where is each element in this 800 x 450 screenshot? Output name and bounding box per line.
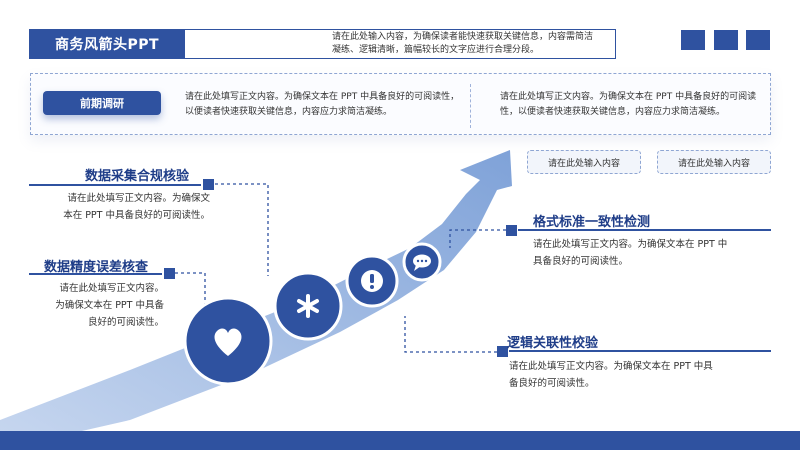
step-text-line: 为确保文本在 PPT 中具备 bbox=[55, 300, 164, 311]
step-logic-text: 请在此处填写正文内容。为确保文本在 PPT 中具 备良好的可阅读性。 bbox=[509, 358, 771, 392]
step-precision-underline bbox=[29, 273, 162, 275]
chat-icon bbox=[413, 254, 431, 271]
arrow-body bbox=[0, 150, 512, 436]
survey-text-line: 性，以便读者快速获取关键信息，内容应力求简洁凝练。 bbox=[500, 107, 726, 117]
step-text-line: 具备良好的可阅读性。 bbox=[533, 256, 629, 267]
step-text-line: 备良好的可阅读性。 bbox=[509, 378, 595, 389]
survey-text-line: 请在此处填写正文内容。为确保文本在 PPT 中具备良好的可阅读 bbox=[500, 92, 757, 102]
survey-text-line: 请在此处填写正文内容。为确保文本在 PPT 中具备良好的可阅读性， bbox=[185, 92, 460, 102]
survey-text-left: 请在此处填写正文内容。为确保文本在 PPT 中具备良好的可阅读性， 以便读者快速… bbox=[185, 90, 470, 120]
connector-format bbox=[449, 229, 506, 248]
step-text-line: 良好的可阅读性。 bbox=[87, 317, 164, 328]
node-format bbox=[506, 225, 517, 236]
header-description-line: 凝练、逻辑清晰，篇幅较长的文字应进行合理分段。 bbox=[332, 45, 540, 55]
connector-logic bbox=[404, 316, 497, 353]
input-box-2[interactable]: 请在此处输入内容 bbox=[657, 150, 771, 174]
header-description-line: 请在此处输入内容，为确保读者能快速获取关键信息，内容需简洁 bbox=[332, 32, 594, 42]
step-format-title: 格式标准一致性检测 bbox=[533, 215, 651, 230]
step-text-line: 请在此处填写正文内容。为确保文本在 PPT 中 bbox=[533, 239, 728, 250]
step-collect-title: 数据采集合规核验 bbox=[85, 169, 190, 184]
step-precision-text: 请在此处填写正文内容。 为确保文本在 PPT 中具备 良好的可阅读性。 bbox=[30, 280, 164, 331]
step-text-line: 请在此处填写正文内容。 bbox=[59, 283, 164, 294]
input-box-1[interactable]: 请在此处输入内容 bbox=[527, 150, 641, 174]
step-logic-underline bbox=[509, 350, 771, 352]
step-format-text: 请在此处填写正文内容。为确保文本在 PPT 中 具备良好的可阅读性。 bbox=[533, 236, 773, 270]
step-text-line: 请在此处填写正文内容。为确保文 bbox=[67, 193, 210, 204]
step-collect-underline bbox=[29, 184, 201, 186]
step-collect-text: 请在此处填写正文内容。为确保文 本在 PPT 中具备良好的可阅读性。 bbox=[40, 190, 210, 224]
step-precision-title: 数据精度误差核查 bbox=[44, 260, 149, 275]
panel-divider bbox=[470, 84, 471, 128]
node-precision bbox=[164, 268, 175, 279]
node-collect bbox=[203, 179, 214, 190]
survey-label: 前期调研 bbox=[43, 91, 161, 115]
step-text-line: 本在 PPT 中具备良好的可阅读性。 bbox=[63, 210, 210, 221]
decor-square bbox=[714, 30, 738, 50]
step-logic-title: 逻辑关联性校验 bbox=[507, 336, 599, 351]
node-logic bbox=[497, 346, 508, 357]
exclamation-icon bbox=[361, 270, 383, 292]
header-description: 请在此处输入内容，为确保读者能快速获取关键信息，内容需简洁 凝练、逻辑清晰，篇幅… bbox=[332, 31, 612, 57]
step-format-underline bbox=[518, 229, 771, 231]
heart-icon bbox=[214, 328, 242, 356]
step-text-line: 请在此处填写正文内容。为确保文本在 PPT 中具 bbox=[509, 361, 713, 372]
page-title: 商务风箭头PPT bbox=[29, 29, 185, 59]
survey-text-line: 以便读者快速获取关键信息，内容应力求简洁凝练。 bbox=[185, 107, 393, 117]
asterisk-icon bbox=[297, 294, 319, 318]
survey-text-right: 请在此处填写正文内容。为确保文本在 PPT 中具备良好的可阅读 性，以便读者快速… bbox=[500, 90, 768, 120]
footer-bar bbox=[0, 431, 800, 450]
connector-precision bbox=[175, 272, 206, 308]
decor-square bbox=[681, 30, 705, 50]
decor-square bbox=[746, 30, 770, 50]
connector-collect bbox=[215, 183, 269, 276]
